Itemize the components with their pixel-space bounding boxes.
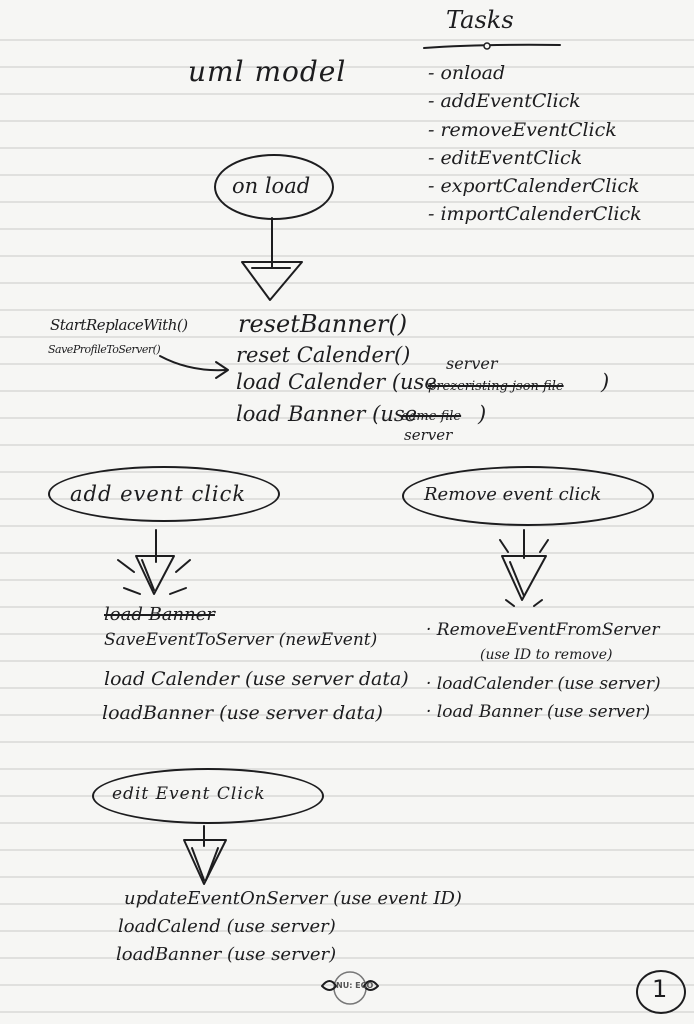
onload-step: reset Calender() [236, 343, 411, 367]
remove-event-bubble [402, 466, 654, 526]
struck-same-file: same file [402, 409, 462, 424]
struck-json-file: prezeristing json file [428, 379, 564, 394]
onload-step: resetBanner() [238, 310, 408, 338]
add-event-step: SaveEventToServer (newEvent) [104, 630, 378, 650]
task-item: - addEventClick [428, 90, 581, 112]
nu-eco-logo-text: NU: ECO [336, 981, 374, 990]
remove-event-step: · load Banner (use server) [426, 702, 651, 722]
onload-step: load Calender (use [236, 370, 437, 394]
remove-event-step: · RemoveEventFromServer [426, 620, 660, 640]
page-title: uml model [188, 55, 347, 88]
edit-event-step: loadCalend (use server) [118, 916, 336, 937]
page-number: 1 [652, 975, 668, 1003]
onload-label: on load [232, 174, 311, 198]
edit-event-step: loadBanner (use server) [116, 944, 337, 965]
page-number-circle [636, 970, 686, 1014]
remove-event-step: (use ID to remove) [480, 647, 613, 663]
add-event-bubble [48, 466, 280, 522]
struck-load-banner: load Banner [104, 604, 215, 625]
onload-step: load Banner (use [236, 402, 418, 426]
edit-event-bubble [92, 768, 324, 824]
onload-left-note: StartReplaceWith() [50, 316, 188, 334]
task-item: - editEventClick [428, 147, 583, 169]
tasks-heading: Tasks [446, 6, 514, 34]
insert-server: server [404, 426, 453, 444]
add-event-step: load Calender (use server data) [104, 668, 409, 690]
task-item: - removeEventClick [428, 119, 617, 141]
task-item: - importCalenderClick [428, 203, 642, 225]
task-item: - onload [428, 62, 506, 84]
task-item: - exportCalenderClick [428, 175, 640, 197]
edit-event-step: updateEventOnServer (use event ID) [124, 888, 462, 909]
onload-left-note: SaveProfileToServer() [48, 343, 161, 356]
edit-event-label: edit Event Click [112, 784, 266, 804]
close-paren: ) [601, 370, 610, 394]
remove-event-label: Remove event click [424, 484, 602, 505]
onload-bubble [214, 154, 334, 220]
add-event-label: add event click [70, 482, 247, 506]
remove-event-step: · loadCalender (use server) [426, 674, 661, 694]
add-event-step: loadBanner (use server data) [102, 702, 383, 724]
insert-server: server [446, 354, 498, 373]
close-paren: ) [478, 402, 487, 426]
